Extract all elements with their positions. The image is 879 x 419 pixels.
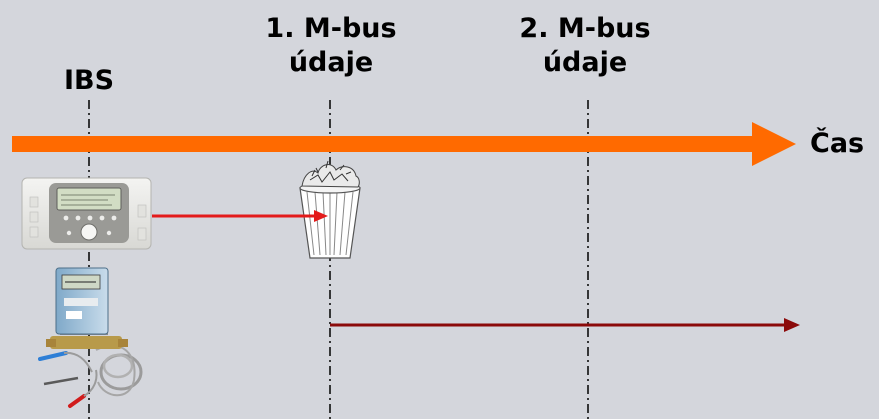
- label-ibs: IBS: [63, 65, 115, 96]
- heating-controller-device-icon: [21, 177, 152, 250]
- label-mbus-1-line2: údaje: [288, 47, 374, 78]
- trash-can-icon: [299, 160, 361, 259]
- label-mbus-2: 2. M-bus údaje: [490, 12, 680, 80]
- label-mbus-2-line1: 2. M-bus: [519, 13, 651, 44]
- label-mbus-2-line2: údaje: [542, 47, 628, 78]
- time-axis-arrow: [12, 122, 796, 166]
- label-mbus-1-line1: 1. M-bus: [265, 13, 397, 44]
- heat-meter-device-icon: [38, 267, 143, 408]
- discard-data-arrow: [152, 210, 328, 222]
- label-time: Čas: [810, 128, 865, 159]
- label-mbus-1: 1. M-bus údaje: [236, 12, 426, 80]
- retained-data-arrow: [330, 318, 800, 332]
